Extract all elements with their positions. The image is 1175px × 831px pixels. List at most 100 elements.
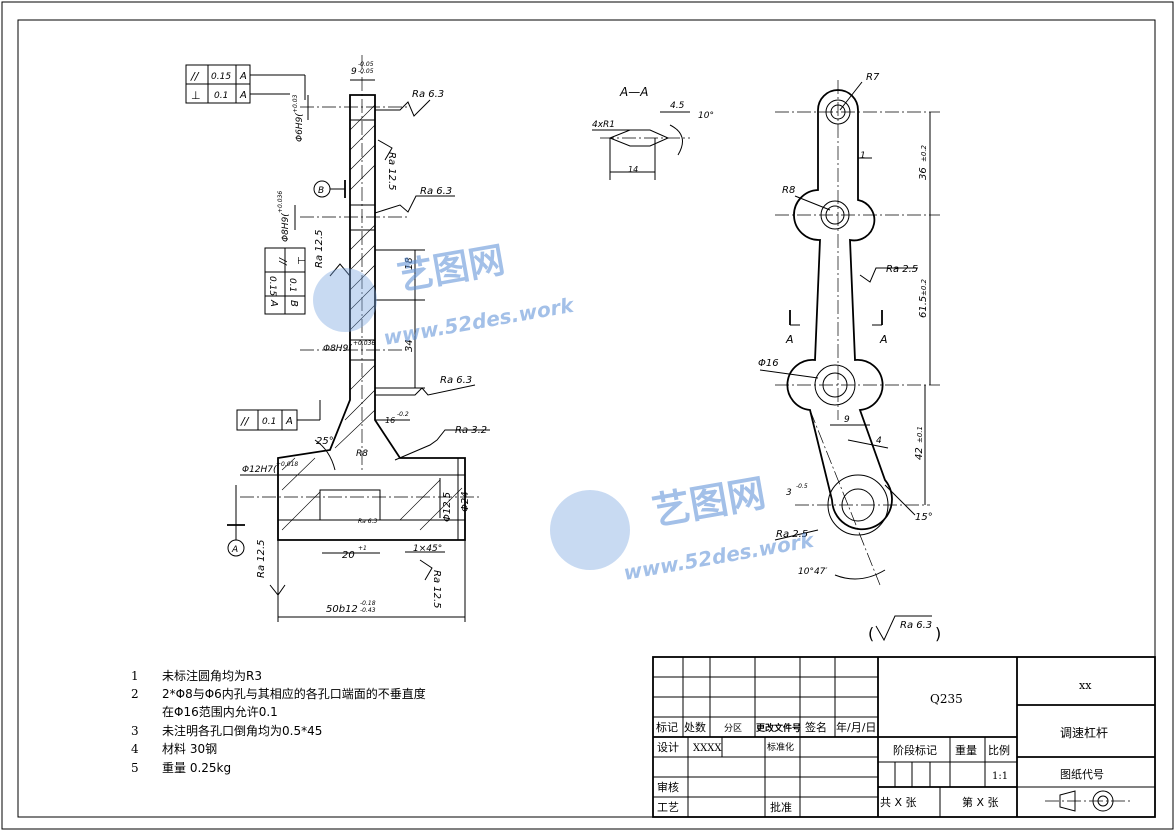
tb-total-sheets: 共 X 张 bbox=[880, 796, 917, 809]
ra-callout: Ra 6.3 bbox=[412, 89, 444, 100]
tb-scale: 1:1 bbox=[992, 771, 1008, 782]
tb-review: 审核 bbox=[657, 780, 679, 794]
dim-4-5: 4.5 bbox=[670, 101, 685, 111]
note-num: 5 bbox=[131, 761, 139, 775]
dim-14: 14 bbox=[628, 165, 638, 174]
ra-callout: Ra 12.5 bbox=[314, 229, 325, 268]
watermark-brand: 艺图网 bbox=[394, 240, 507, 299]
dim-tol: -0.5 bbox=[796, 483, 808, 490]
tb-design: 设计 bbox=[657, 741, 679, 754]
dim-dia-12-5: Φ12.5 bbox=[442, 492, 453, 522]
tol-symbol: ⊥ bbox=[295, 256, 306, 265]
tol-symbol: // bbox=[240, 415, 250, 428]
dim-tol: ±0.1 bbox=[916, 426, 924, 443]
tb-approve: 批准 bbox=[770, 800, 792, 814]
dim-angle-10-47: 10°47′ bbox=[798, 567, 827, 577]
dim-groove: 20 bbox=[342, 550, 355, 561]
tb-company: xx bbox=[1079, 679, 1092, 692]
side-view: R7 R8 1 36 ±0.2 61.5 ±0.2 Φ16 Ra 2.5 A A… bbox=[758, 72, 940, 586]
note-text: 在Φ16范围内允许0.1 bbox=[162, 704, 278, 719]
tb-sheet-no: 第 X 张 bbox=[962, 795, 999, 809]
watermark-url: www.52des.work bbox=[382, 293, 577, 350]
dim-top-width: 9 bbox=[351, 67, 357, 77]
dim-16: 16 bbox=[385, 416, 395, 425]
tb-standardize: 标准化 bbox=[767, 741, 794, 753]
tb-zone: 分区 bbox=[724, 723, 742, 734]
dim-18: 18 bbox=[404, 257, 415, 270]
dim-tol: +0.036 bbox=[353, 340, 375, 347]
tb-mark: 标记 bbox=[656, 720, 678, 734]
inner-border bbox=[17, 19, 1156, 818]
tb-material: Q235 bbox=[930, 692, 963, 706]
dim-dia-24: Φ24 bbox=[460, 491, 471, 512]
datum-b: B bbox=[318, 186, 324, 196]
dim-34: 34 bbox=[404, 339, 415, 352]
ra-callout: Ra 6.3 bbox=[420, 186, 452, 197]
ra-callout: Ra 12.5 bbox=[431, 570, 442, 609]
tb-part-name: 调速杠杆 bbox=[1060, 725, 1108, 740]
dim-hole-bottom: Φ12H7( bbox=[242, 465, 277, 475]
note-text: 重量 0.25kg bbox=[162, 761, 231, 775]
ra-callout: Ra 3.2 bbox=[455, 425, 487, 436]
dim-tol: +0.036 bbox=[277, 191, 284, 213]
tol-datum: B bbox=[288, 300, 299, 307]
tb-count: 处数 bbox=[684, 721, 706, 734]
dim-tol: ±0.2 bbox=[920, 278, 928, 296]
dim-tol: -0.43 bbox=[360, 607, 376, 614]
tol-frame-1: // 0.15 A ⊥ 0.1 A bbox=[185, 64, 306, 104]
tb-weight: 重量 bbox=[955, 743, 977, 757]
dim-r8: R8 bbox=[356, 449, 368, 459]
watermark-1: 艺图网 www.52des.work bbox=[313, 240, 577, 350]
ra-default: Ra 6.3 bbox=[900, 620, 932, 631]
ra-callout: Ra 6.3 bbox=[358, 518, 377, 525]
dim-angle-25: 25° bbox=[316, 436, 334, 447]
side-outline bbox=[786, 89, 893, 531]
note-num: 1 bbox=[131, 669, 139, 683]
ra-callout: Ra 6.3 bbox=[440, 375, 472, 386]
dim-angle-10: 10° bbox=[698, 111, 714, 121]
tb-designer: XXXX bbox=[693, 743, 722, 754]
tol-datum: A bbox=[285, 416, 293, 427]
dim-61-5: 61.5 bbox=[918, 296, 929, 318]
front-view: // 0.15 A ⊥ 0.1 A 9 -0.05 -0.05 Ra 6.3 R… bbox=[185, 55, 490, 622]
ra-callout: Ra 12.5 bbox=[256, 539, 267, 578]
tb-process: 工艺 bbox=[657, 801, 679, 814]
tol-value: 0.1 bbox=[214, 91, 228, 101]
dim-angle-15: 15° bbox=[915, 512, 933, 523]
dim-hole-top: Φ6H9( bbox=[295, 113, 305, 142]
watermark-logo-icon bbox=[313, 268, 377, 332]
projection-symbol bbox=[1045, 790, 1130, 812]
tol-value: 0.15 bbox=[267, 276, 277, 296]
note-num: 2 bbox=[131, 687, 139, 701]
tb-drawing-no: 图纸代号 bbox=[1060, 768, 1104, 781]
note-text: 未注明各孔口倒角均为0.5*45 bbox=[162, 723, 322, 738]
datum-a: A bbox=[231, 545, 238, 555]
tb-signature: 签名 bbox=[805, 720, 827, 734]
dim-3: 3 bbox=[786, 488, 792, 498]
note-num: 4 bbox=[131, 742, 139, 756]
dim-42: 42 bbox=[914, 447, 925, 460]
dim-phi16: Φ16 bbox=[758, 358, 779, 369]
tol-symbol: ⊥ bbox=[191, 89, 201, 102]
dim-overall: 50b12 bbox=[326, 604, 358, 615]
ra-callout: Ra 12.5 bbox=[386, 152, 397, 191]
ra-callout: Ra 2.5 bbox=[776, 529, 808, 540]
tol-frame-3: // 0.1 A bbox=[236, 400, 321, 431]
watermark-url: www.52des.work bbox=[622, 528, 817, 585]
dim-hole-lower: Φ8H9( bbox=[323, 344, 352, 354]
dim-tol: -0.18 bbox=[360, 600, 376, 607]
watermark-2: 艺图网 www.52des.work bbox=[550, 471, 817, 585]
tol-datum: A bbox=[239, 71, 247, 82]
tb-change-doc: 更改文件号 bbox=[756, 722, 801, 734]
dim-9: 9 bbox=[844, 415, 850, 425]
tb-ratio: 比例 bbox=[988, 743, 1010, 757]
section-label: A—A bbox=[619, 85, 648, 99]
dim-tol: +0.03 bbox=[292, 94, 299, 113]
dim-chamfer: 1×45° bbox=[413, 544, 442, 554]
svg-text:): ) bbox=[935, 624, 941, 643]
section-mark: A bbox=[879, 333, 888, 346]
dim-tol: +1 bbox=[358, 545, 367, 552]
note-text: 未标注圆角均为R3 bbox=[162, 668, 262, 683]
dim-tol: -0.05 bbox=[358, 61, 374, 68]
